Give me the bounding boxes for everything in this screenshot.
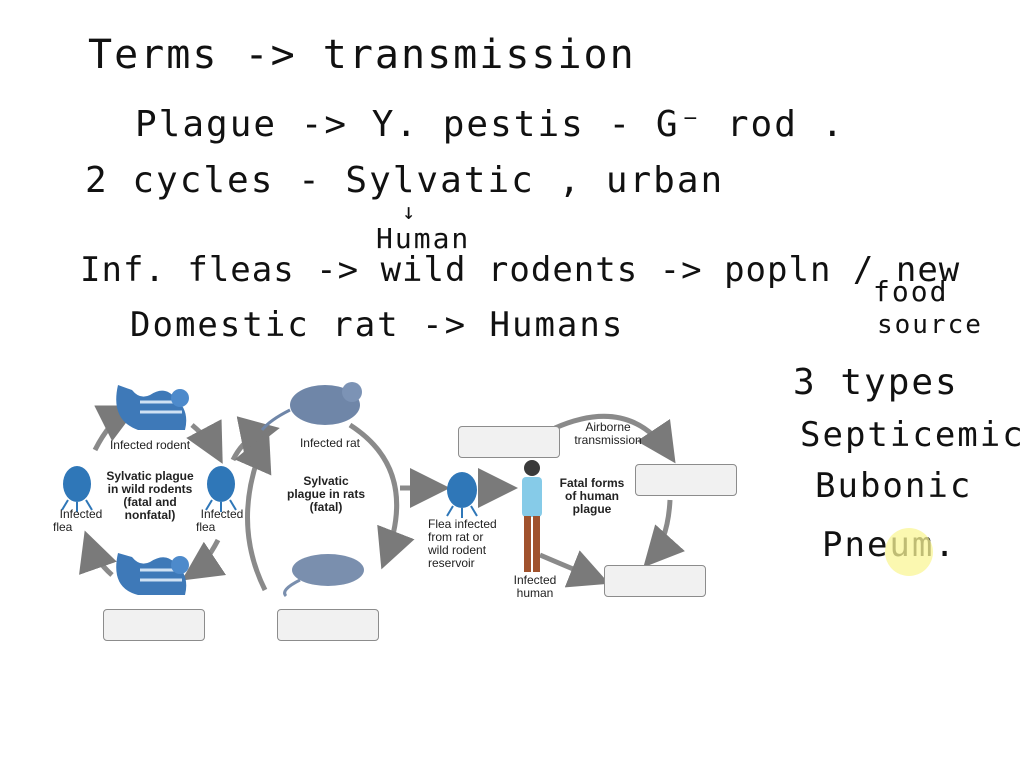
note-cycles: 2 cycles - Sylvatic , urban xyxy=(85,160,725,201)
note-type-septicemic: Septicemic xyxy=(800,415,1024,455)
note-terms: Terms -> transmission xyxy=(88,32,636,78)
blank-box-right-top[interactable] xyxy=(635,464,737,496)
label-sylvatic-rats: Sylvatic plague in rats (fatal) xyxy=(286,474,366,514)
label-infected-flea-left: Infected flea xyxy=(53,507,103,534)
label-infected-flea-right: Infected flea xyxy=(196,507,244,534)
note-arrow-mark: ↓ xyxy=(402,200,418,225)
label-fatal-forms: Fatal forms of human plague xyxy=(559,476,625,516)
flea-right-illustration xyxy=(205,466,237,512)
flea-left-illustration xyxy=(61,466,93,512)
human-illustration xyxy=(522,460,542,572)
chipmunk-top-illustration xyxy=(116,385,189,430)
note-domestic: Domestic rat -> Humans xyxy=(130,305,625,345)
note-type-bubonic: Bubonic xyxy=(815,466,973,506)
rat-cycle-arrows xyxy=(230,413,685,592)
rat-bottom-illustration xyxy=(283,554,364,598)
sylvatic-cycle-arrows xyxy=(79,405,227,581)
note-food: food xyxy=(873,275,949,308)
chipmunk-bottom-illustration xyxy=(116,553,189,595)
label-infected-rodent: Infected rodent xyxy=(109,438,191,452)
blank-box-sylvatic[interactable] xyxy=(103,609,205,641)
note-types-title: 3 types xyxy=(793,362,959,403)
note-plague: Plague -> Y. pestis - G⁻ rod . xyxy=(135,104,846,145)
label-flea-reservoir: Flea infected from rat or wild rodent re… xyxy=(428,517,497,570)
cursor-highlight xyxy=(885,528,933,576)
label-airborne: Airborne transmission xyxy=(574,420,642,447)
flea-reservoir-illustration xyxy=(446,472,478,518)
note-source: source xyxy=(877,310,983,340)
label-infected-human: Infected human xyxy=(513,573,557,600)
blank-box-right-bottom[interactable] xyxy=(604,565,706,597)
label-sylvatic-wild: Sylvatic plague in wild rodents (fatal a… xyxy=(106,469,194,522)
blank-box-airborne[interactable] xyxy=(458,426,560,458)
note-human: Human xyxy=(376,222,471,255)
rat-top-illustration xyxy=(260,382,362,431)
label-infected-rat: Infected rat xyxy=(299,436,361,450)
note-inf-fleas: Inf. fleas -> wild rodents -> popln / ne… xyxy=(80,250,961,290)
blank-box-rats[interactable] xyxy=(277,609,379,641)
